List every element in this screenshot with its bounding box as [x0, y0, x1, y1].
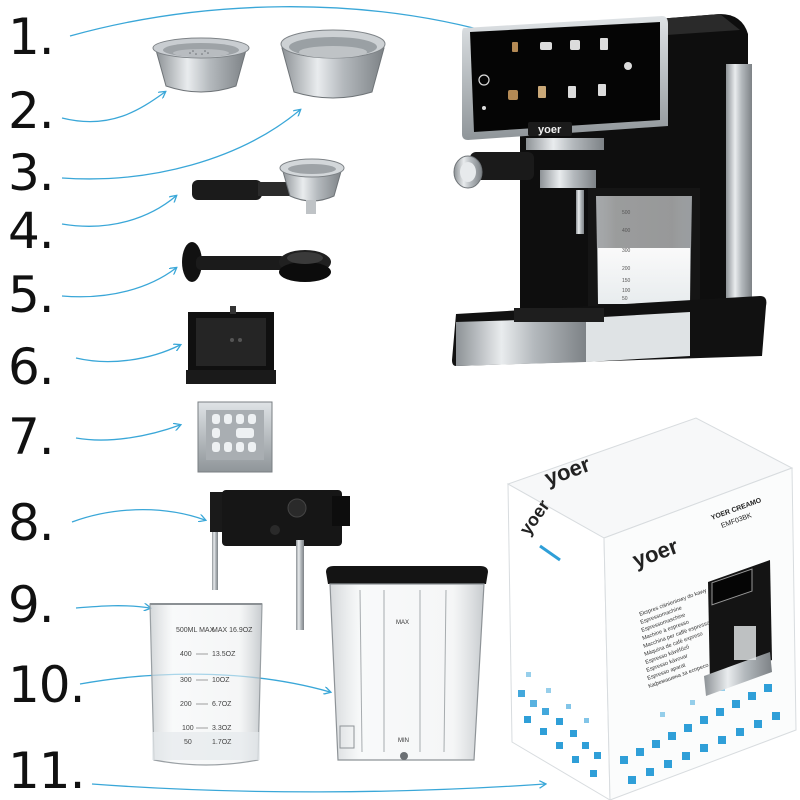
arrow-2	[61, 92, 165, 123]
arrow-7	[75, 425, 180, 441]
tank-max-label: MAX	[396, 620, 409, 626]
milk-jug: 500ML MAX MAX 16.9OZ 400 300 200 100 50 …	[149, 603, 263, 766]
arrow-8	[71, 509, 205, 523]
jug-mark-right: 3.3OZ	[212, 725, 232, 732]
machine-jug-mark: 300	[622, 248, 631, 254]
jug-mark-right: 6.7OZ	[212, 701, 232, 708]
item-label-9: 9.	[8, 576, 55, 634]
jug-mark-right: 1.7OZ	[212, 739, 232, 746]
machine-brand: yoer	[538, 124, 562, 136]
product-box: yoer yoer yoer YOER CREAMO EMF03BK Ekspr…	[506, 417, 797, 800]
milk-frother-module	[210, 490, 350, 630]
item-label-4: 4.	[8, 202, 55, 260]
jug-mark-left: 200	[180, 701, 192, 708]
jug-label-left: 500ML MAX	[176, 627, 215, 634]
item-label-6: 6.	[8, 338, 55, 396]
coffee-tamper-spoon	[182, 242, 331, 282]
box-machine-image	[704, 560, 772, 696]
espresso-machine: yoer 500 400 300 200 150 100 50	[452, 14, 767, 366]
jug-mark-left: 300	[180, 677, 192, 684]
arrow-5	[61, 268, 176, 298]
item-label-1: 1.	[8, 8, 55, 66]
arrow-11	[91, 784, 545, 793]
item-label-7: 7.	[8, 408, 55, 466]
machine-jug-mark: 200	[622, 266, 631, 272]
machine-jug-mark: 100	[622, 288, 631, 294]
jug-mark-right: 13.5OZ	[212, 651, 236, 658]
machine-jug-mark: 150	[622, 278, 631, 284]
drip-tray-grill	[197, 401, 273, 473]
jug-mark-left: 100	[182, 725, 194, 732]
filter-basket-single	[152, 37, 250, 93]
jug-mark-left: 50	[184, 739, 192, 746]
machine-jug-mark: 400	[622, 228, 631, 234]
item-label-2: 2.	[8, 82, 55, 140]
arrow-1	[69, 6, 503, 36]
water-tank: MAX MIN	[326, 566, 488, 761]
item-label-11: 11.	[8, 742, 86, 800]
tank-min-label: MIN	[398, 738, 409, 744]
item-label-8: 8.	[8, 494, 55, 552]
arrow-3	[61, 110, 300, 180]
pointer-arrows	[61, 6, 545, 793]
drip-tray	[186, 306, 276, 384]
jug-label-right: MAX 16.9OZ	[212, 627, 253, 634]
arrow-9	[75, 606, 150, 608]
arrow-6	[75, 345, 180, 363]
machine-jug-mark: 50	[622, 296, 628, 302]
item-label-10: 10.	[8, 656, 86, 714]
machine-jug-mark: 500	[622, 210, 631, 216]
arrow-4	[61, 196, 176, 227]
filter-basket-double	[280, 29, 386, 99]
portafilter	[192, 158, 345, 214]
item-label-5: 5.	[8, 266, 55, 324]
item-label-3: 3.	[8, 144, 55, 202]
jug-mark-left: 400	[180, 651, 192, 658]
jug-mark-right: 10OZ	[212, 677, 230, 684]
